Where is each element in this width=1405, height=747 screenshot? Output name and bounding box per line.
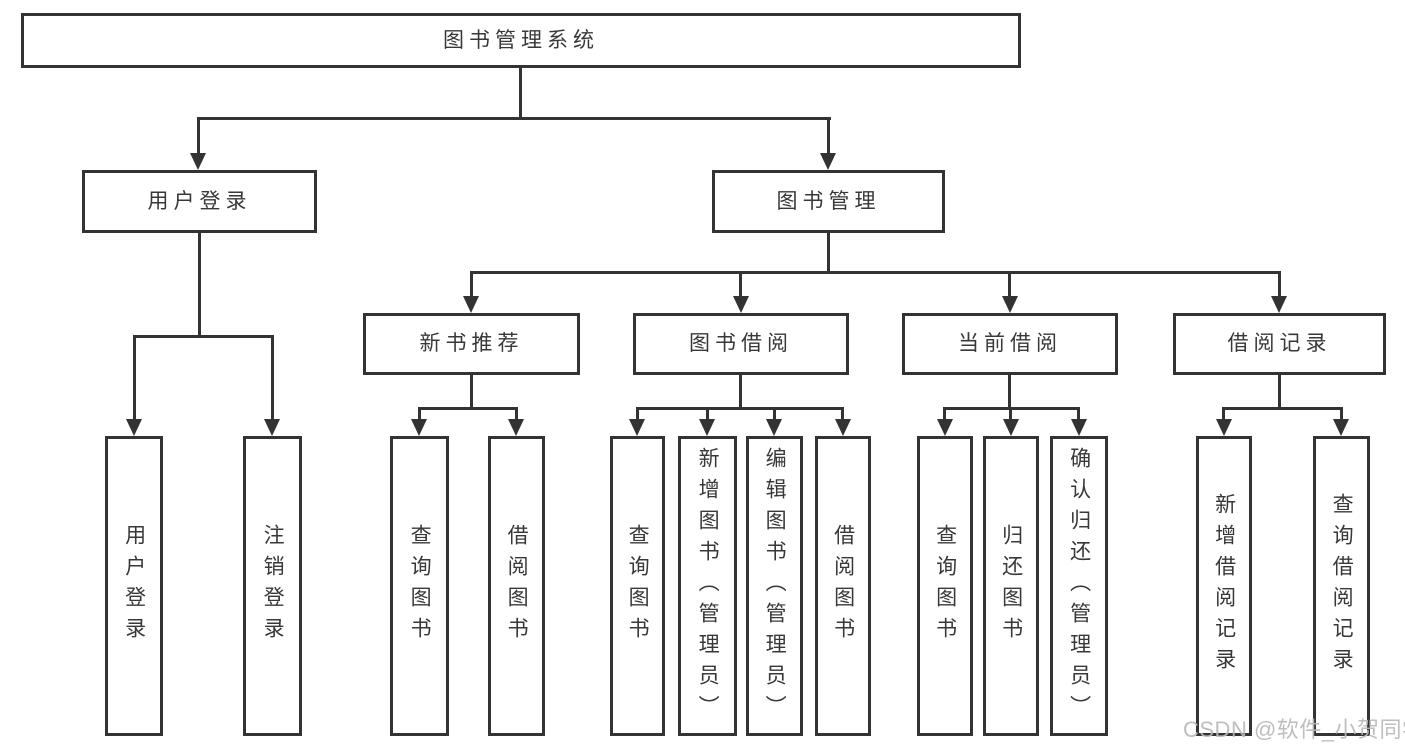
arrowhead-down-icon bbox=[463, 296, 479, 313]
node-borrowing-records: 借阅记录 bbox=[1173, 313, 1386, 375]
connector-leaf-stem bbox=[1222, 407, 1225, 420]
connector-new-book-rec-split bbox=[418, 407, 518, 410]
leaf-label: 新增图书（管理员） bbox=[696, 446, 720, 726]
leaf-query-books-borrowing: 查询图书 bbox=[610, 436, 665, 736]
connector-leaf-stem bbox=[841, 407, 844, 420]
connector-leaf-stem bbox=[1009, 407, 1012, 420]
leaf-confirm-return-admin: 确认归还（管理员） bbox=[1050, 436, 1108, 736]
arrowhead-down-icon bbox=[1216, 419, 1232, 436]
node-label: 新书推荐 bbox=[419, 332, 524, 356]
node-new-book-recommendation: 新书推荐 bbox=[363, 313, 580, 375]
connector-borrowing-records-stem bbox=[1278, 373, 1281, 407]
arrowhead-down-icon bbox=[766, 419, 782, 436]
connector-user-login-split bbox=[133, 335, 274, 338]
node-book-management: 图书管理 bbox=[712, 170, 945, 233]
leaf-label: 查询借阅记录 bbox=[1330, 493, 1354, 679]
connector-to-new-book-rec bbox=[470, 271, 473, 296]
leaf-borrow-books-recommend: 借阅图书 bbox=[488, 436, 545, 736]
connector-leaf-stem bbox=[1340, 407, 1343, 420]
leaf-user-login: 用户登录 bbox=[105, 436, 163, 736]
connector-leaf-stem bbox=[1077, 407, 1080, 420]
arrowhead-down-icon bbox=[937, 419, 953, 436]
leaf-query-books-recommend: 查询图书 bbox=[390, 436, 449, 736]
arrowhead-down-icon bbox=[1003, 419, 1019, 436]
connector-to-borrowing-records bbox=[1278, 271, 1281, 296]
leaf-label: 新增借阅记录 bbox=[1212, 493, 1236, 679]
connector-root-stem bbox=[519, 66, 522, 117]
connector-to-current-borrowing bbox=[1008, 271, 1011, 296]
arrowhead-down-icon bbox=[126, 419, 142, 436]
leaf-label: 确认归还（管理员） bbox=[1067, 446, 1091, 726]
node-label: 当前借阅 bbox=[958, 332, 1062, 356]
connector-leaf-stem bbox=[636, 407, 639, 420]
connector-leaf-stem bbox=[706, 407, 709, 420]
leaf-return-books: 归还图书 bbox=[983, 436, 1039, 736]
arrowhead-down-icon bbox=[820, 153, 836, 170]
node-current-borrowing: 当前借阅 bbox=[902, 313, 1118, 375]
leaf-label: 编辑图书（管理员） bbox=[763, 446, 787, 726]
leaf-query-books-current: 查询图书 bbox=[917, 436, 973, 736]
connector-borrowing-records-split bbox=[1222, 407, 1342, 410]
connector-to-book-mgmt bbox=[827, 117, 830, 154]
node-user-login: 用户登录 bbox=[82, 170, 317, 233]
arrowhead-down-icon bbox=[733, 296, 749, 313]
leaf-label: 查询图书 bbox=[626, 524, 650, 648]
connector-book-mgmt-stem bbox=[827, 231, 830, 271]
node-label: 借阅记录 bbox=[1227, 332, 1332, 356]
arrowhead-down-icon bbox=[1333, 419, 1349, 436]
connector-user-login-stem bbox=[198, 231, 201, 335]
connector-current-borrowing-stem bbox=[1008, 373, 1011, 407]
connector-to-leaf-user-login bbox=[133, 335, 136, 420]
connector-to-leaf-logout bbox=[271, 335, 274, 420]
connector-leaf-stem bbox=[418, 407, 421, 420]
connector-book-borrowing-stem bbox=[739, 373, 742, 407]
connector-to-book-borrowing bbox=[739, 271, 742, 296]
node-label: 图书管理 bbox=[776, 189, 881, 213]
connector-leaf-stem bbox=[515, 407, 518, 420]
node-library-management-system: 图书管理系统 bbox=[21, 13, 1021, 68]
arrowhead-down-icon bbox=[411, 419, 427, 436]
leaf-add-borrow-record: 新增借阅记录 bbox=[1196, 436, 1252, 736]
arrowhead-down-icon bbox=[835, 419, 851, 436]
connector-to-user-login bbox=[197, 117, 200, 154]
arrowhead-down-icon bbox=[699, 419, 715, 436]
leaf-label: 借阅图书 bbox=[831, 524, 855, 648]
leaf-label: 归还图书 bbox=[999, 524, 1023, 648]
leaf-label: 注销登录 bbox=[261, 524, 285, 648]
leaf-add-books-admin: 新增图书（管理员） bbox=[678, 436, 737, 736]
csdn-watermark: CSDN @软件_小贺同学 bbox=[1183, 717, 1405, 742]
arrowhead-down-icon bbox=[508, 419, 524, 436]
connector-book-mgmt-split bbox=[470, 271, 1281, 274]
leaf-logout: 注销登录 bbox=[243, 436, 302, 736]
node-label: 用户登录 bbox=[147, 189, 252, 213]
connector-new-book-rec-stem bbox=[470, 373, 473, 407]
leaf-label: 借阅图书 bbox=[505, 524, 529, 648]
arrowhead-down-icon bbox=[1002, 296, 1018, 313]
arrowhead-down-icon bbox=[1071, 419, 1087, 436]
node-label: 图书借阅 bbox=[689, 332, 793, 356]
connector-leaf-stem bbox=[943, 407, 946, 420]
arrowhead-down-icon bbox=[629, 419, 645, 436]
leaf-label: 查询图书 bbox=[408, 524, 432, 648]
arrowhead-down-icon bbox=[1271, 296, 1287, 313]
leaf-label: 用户登录 bbox=[122, 524, 146, 648]
arrowhead-down-icon bbox=[190, 153, 206, 170]
connector-leaf-stem bbox=[773, 407, 776, 420]
node-label: 图书管理系统 bbox=[443, 28, 599, 52]
node-book-borrowing: 图书借阅 bbox=[633, 313, 849, 375]
arrowhead-down-icon bbox=[264, 419, 280, 436]
connector-book-borrowing-split bbox=[636, 407, 844, 410]
leaf-borrow-books: 借阅图书 bbox=[815, 436, 871, 736]
connector-root-split bbox=[197, 117, 831, 120]
leaf-edit-books-admin: 编辑图书（管理员） bbox=[746, 436, 803, 736]
leaf-label: 查询图书 bbox=[933, 524, 957, 648]
leaf-query-borrow-record: 查询借阅记录 bbox=[1313, 436, 1370, 736]
